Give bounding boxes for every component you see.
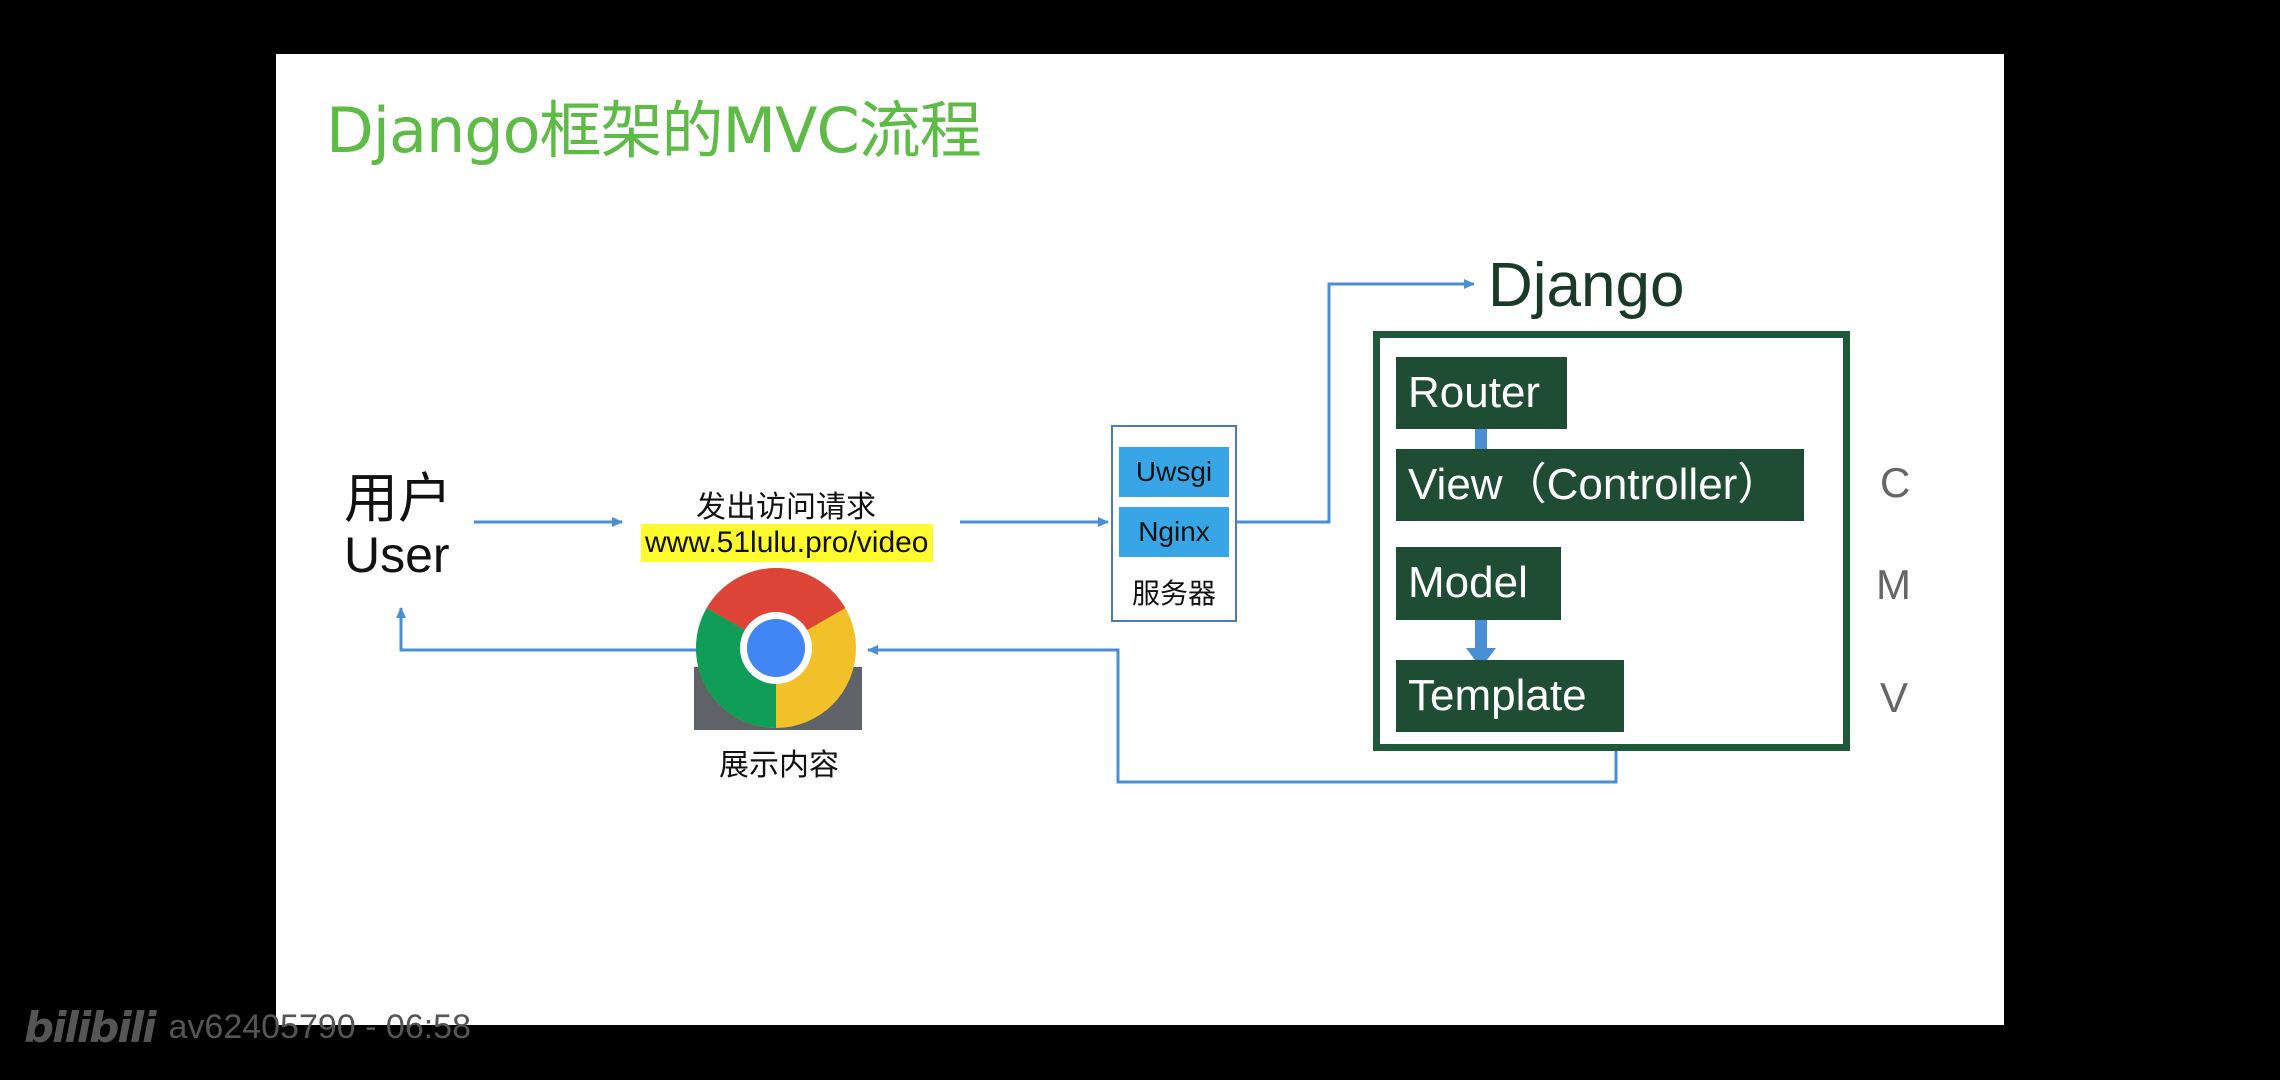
arrow-browser-to-user [396,607,696,652]
request-text: 发出访问请求 [696,490,876,525]
arrowhead-model-template [1466,648,1496,668]
django-label: Django [1488,251,1685,320]
display-content-label: 展示内容 [719,748,839,783]
request-url: www.51lulu.pro/video [641,524,933,562]
mvc-letter-v: V [1880,674,1909,721]
user-label-cn: 用户 [344,467,452,530]
chrome-icon [694,566,864,786]
server-label: 服务器 [1131,577,1216,610]
watermark: bilibili av62405790 - 06:58 [24,1002,471,1052]
django-box [1373,331,1850,751]
flow-lines [396,279,1618,784]
arrow-template-to-browser [867,645,1618,784]
bilibili-logo: bilibili [24,1002,157,1052]
uwsgi-tag: Uwsgi [1119,447,1229,497]
user-label-en: User [344,527,450,583]
view-controller-block: View（Controller） [1396,449,1804,521]
model-block: Model [1396,547,1561,620]
nginx-tag: Nginx [1119,507,1229,557]
slide: Django框架的MVC流程 用户 User 发出访问请求 www.51lulu… [276,54,2004,1025]
slide-title: Django框架的MVC流程 [326,94,982,167]
mvc-letter-m: M [1876,561,1911,608]
watermark-text: av62405790 - 06:58 [168,1007,471,1046]
template-block: Template [1396,660,1624,732]
router-block: Router [1396,357,1567,429]
mvc-letter-c: C [1880,459,1911,506]
server-box: Uwsgi Nginx 服务器 [1111,425,1237,622]
arrow-server-to-django [1235,279,1475,524]
